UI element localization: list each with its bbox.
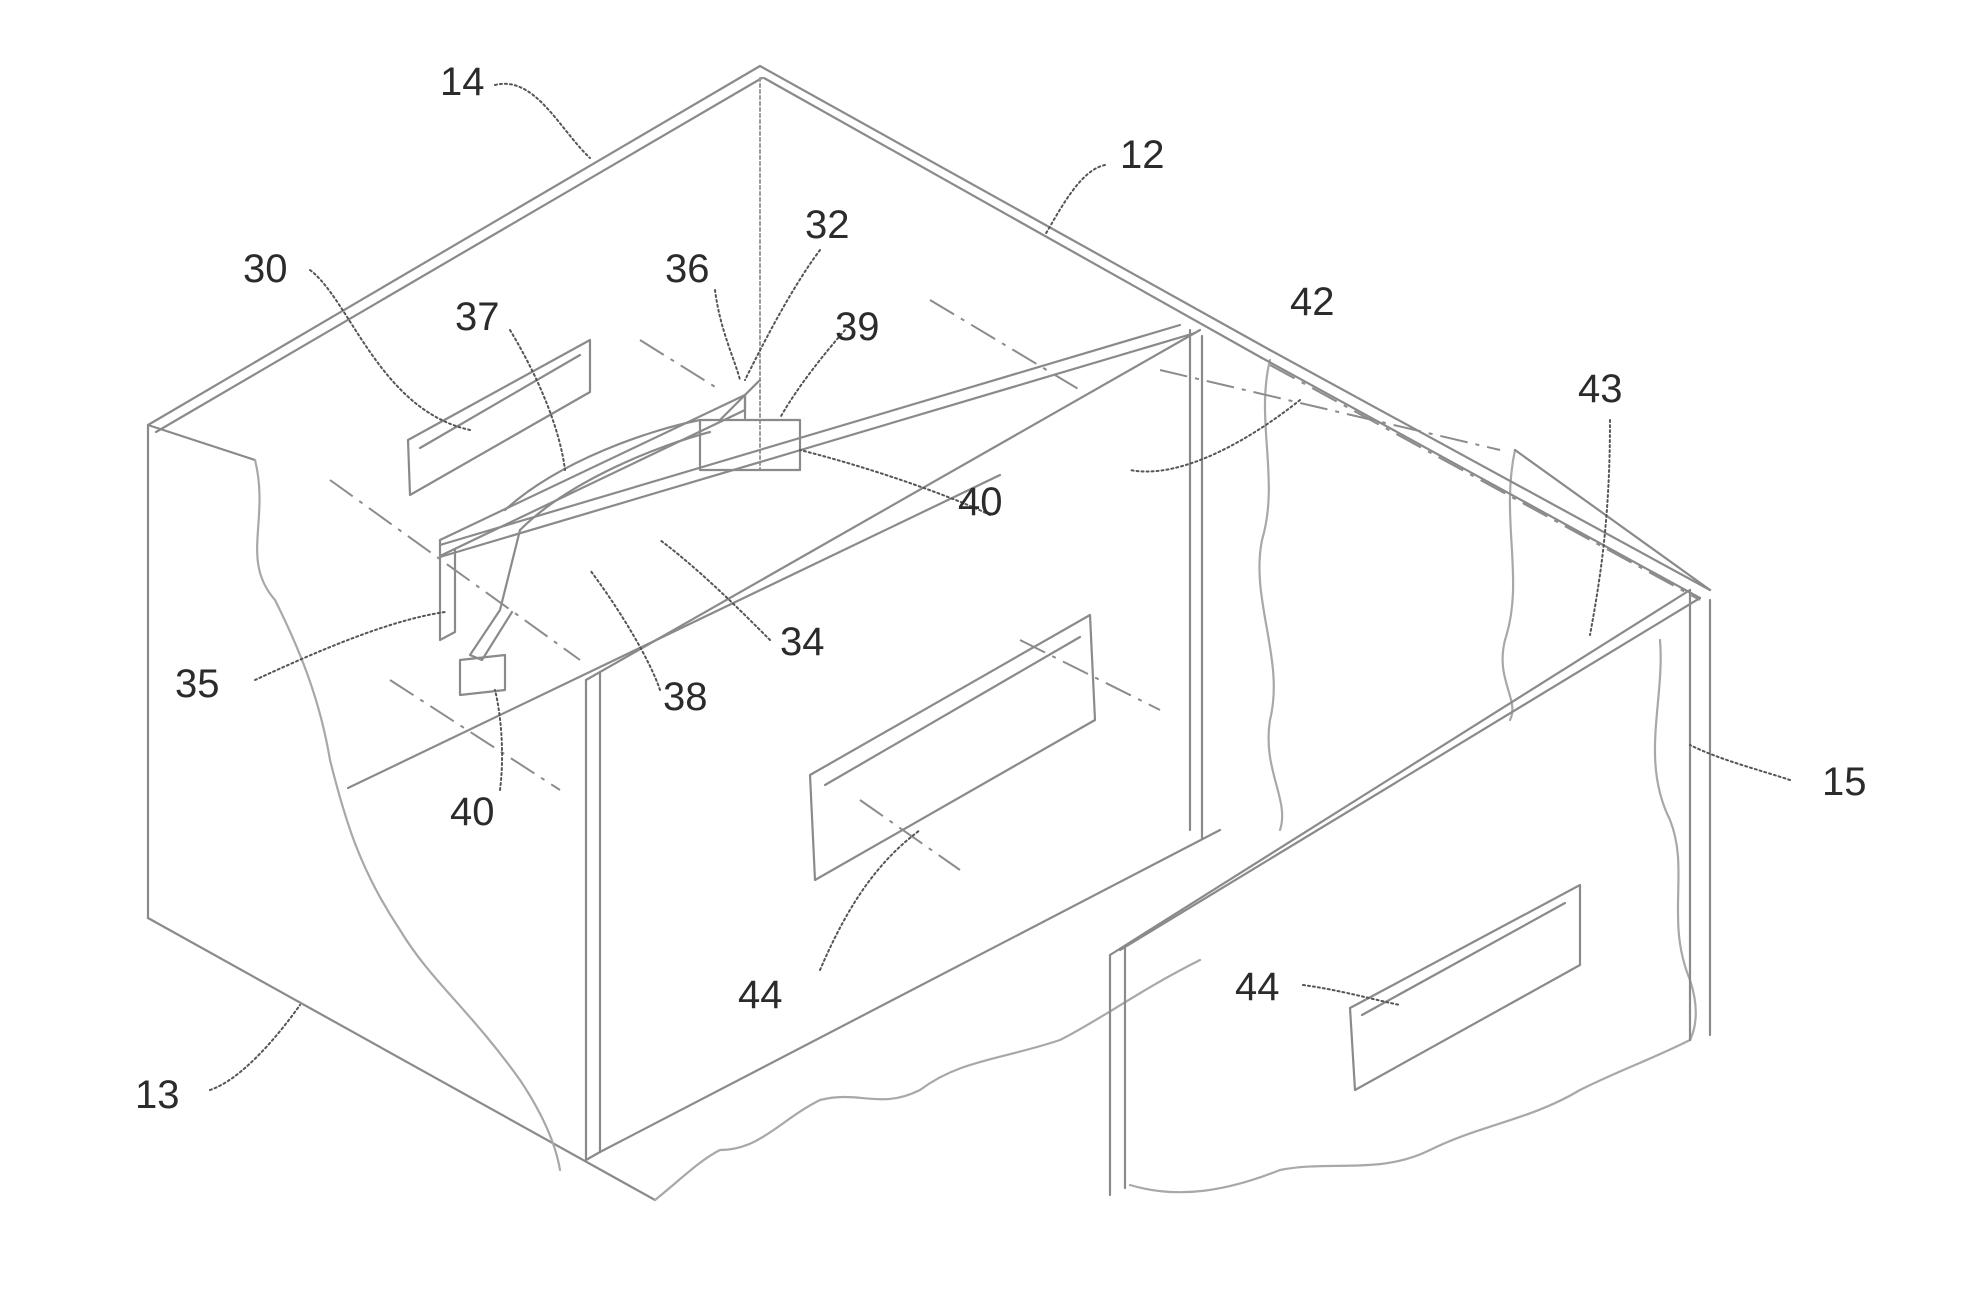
label-40-upper: 40	[958, 480, 1003, 524]
label-39: 39	[835, 305, 880, 349]
label-30: 30	[243, 247, 288, 291]
label-44-front: 44	[738, 973, 783, 1017]
label-44-drawer: 44	[1235, 965, 1280, 1009]
label-42: 42	[1290, 280, 1335, 324]
handle-drawer	[1350, 885, 1580, 1090]
label-43: 43	[1578, 367, 1623, 411]
leader-lines	[210, 84, 1790, 1090]
label-38: 38	[663, 675, 708, 719]
reference-labels: 14 12 30 32 36 37 39 42 40 43 35 34 38 4…	[135, 60, 1867, 1117]
label-37: 37	[455, 295, 500, 339]
handle-front	[810, 615, 1160, 880]
label-13: 13	[135, 1073, 180, 1117]
label-36: 36	[665, 247, 710, 291]
label-34: 34	[780, 620, 825, 664]
rail-assembly	[330, 300, 1500, 790]
label-40-lower: 40	[450, 790, 495, 834]
label-14: 14	[440, 60, 485, 104]
cabinet-outline	[148, 66, 1270, 1200]
label-15: 15	[1822, 760, 1867, 804]
drawer-unit	[1110, 350, 1710, 1195]
label-35: 35	[175, 662, 220, 706]
label-12: 12	[1120, 133, 1165, 177]
label-32: 32	[805, 203, 850, 247]
